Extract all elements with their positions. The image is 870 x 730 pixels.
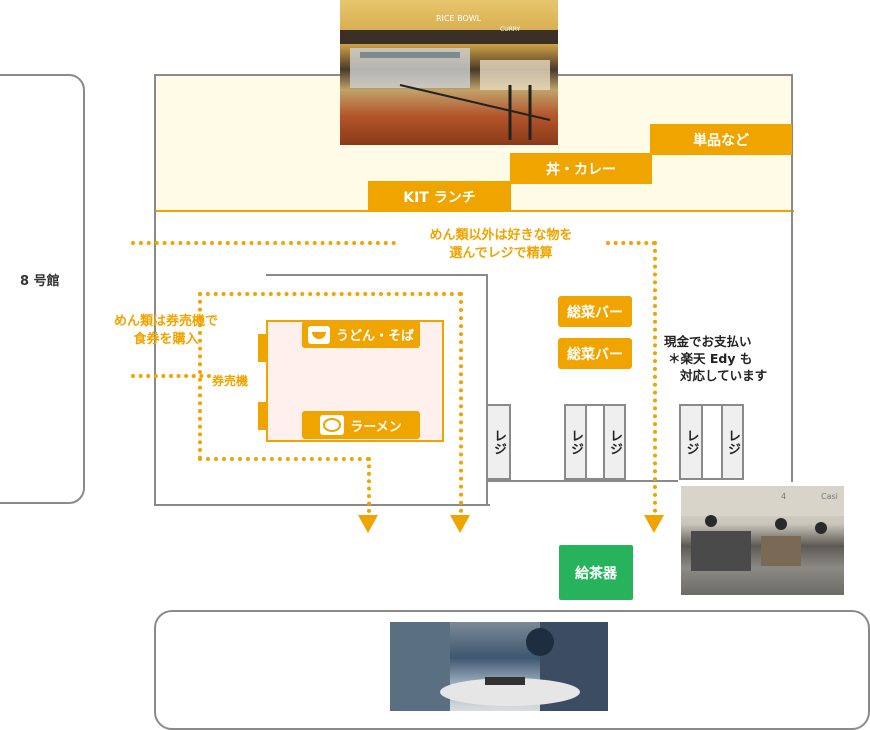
tea-dispenser: 給茶器 xyxy=(559,545,633,600)
don-curry-counter: 丼・カレー xyxy=(510,153,652,184)
bowl-icon xyxy=(307,325,330,344)
register-area-photo: 4 Casi xyxy=(681,486,844,595)
path-dots-noodle-bottom xyxy=(198,457,370,461)
payment-note: 現金でお支払い ＊楽天 Edy も 対応しています xyxy=(664,333,767,384)
payment-line3: 対応しています xyxy=(680,368,768,383)
single-items-counter: 単品など xyxy=(650,124,792,155)
inner-wall-top xyxy=(266,274,488,276)
noodle-note: めん類は券売機で 食券を購入 xyxy=(96,313,236,349)
arrow-down-middle xyxy=(450,515,470,533)
noodle-note-line1: めん類は券売機で xyxy=(113,314,218,329)
kit-lunch-counter: KIT ランチ xyxy=(368,181,511,212)
arrow-down-right xyxy=(644,515,664,533)
sign-casi: Casi xyxy=(821,492,838,501)
sign-number: 4 xyxy=(781,492,787,501)
sign-curry: CURRY xyxy=(500,26,521,33)
register-1: レジ xyxy=(486,404,511,480)
inner-wall-right xyxy=(486,274,488,506)
ramen-bowl-icon xyxy=(320,415,345,435)
payment-line1: 現金でお支払い xyxy=(664,334,752,349)
register-5: レジ xyxy=(721,404,744,480)
building-8-outline xyxy=(0,74,85,504)
register-gap-2 xyxy=(701,404,723,480)
register-gap-1 xyxy=(585,404,605,480)
salad-bar-2: 総菜バー xyxy=(558,338,632,369)
register-2: レジ xyxy=(564,404,587,480)
cafeteria-right-wall xyxy=(791,210,793,482)
ticket-machine-label: 券売機 xyxy=(212,374,249,388)
path-dots-right-down xyxy=(653,241,657,513)
salad-bar-1: 総菜バー xyxy=(558,296,632,327)
ramen-label: ラーメン xyxy=(350,419,402,435)
path-dots-top-right xyxy=(606,241,656,245)
seating-photo xyxy=(390,622,608,711)
sign-rice-bowl: RICE BOWL xyxy=(436,14,482,23)
non-noodle-note-line1: めん類以外は好きな物を xyxy=(429,228,573,243)
non-noodle-note-line2: 選んでレジで精算 xyxy=(449,246,553,261)
udon-soba-counter: うどん・そば xyxy=(302,321,420,348)
payment-line2: ＊楽天 Edy も xyxy=(668,351,753,366)
ramen-counter: ラーメン xyxy=(302,411,420,439)
serving-counter-photo: RICE BOWL CURRY xyxy=(340,0,558,145)
cafeteria-bottom-wall xyxy=(154,504,490,506)
path-dots-noodle-right xyxy=(459,292,463,513)
noodle-note-line2: 食券を購入 xyxy=(133,332,199,347)
building-8-label: 8 号館 xyxy=(20,274,60,289)
non-noodle-note: めん類以外は好きな物を 選んでレジで精算 xyxy=(396,227,606,263)
register-3: レジ xyxy=(603,404,626,480)
cafeteria-left-wall xyxy=(154,210,156,506)
arrow-down-left xyxy=(358,515,378,533)
ticket-machine-2 xyxy=(258,402,268,430)
path-dots-top-left xyxy=(131,241,396,245)
udon-soba-label: うどん・そば xyxy=(335,329,414,344)
cafeteria-bottom-wall-right xyxy=(488,480,678,482)
register-4: レジ xyxy=(679,404,703,480)
path-dots-noodle-down1 xyxy=(367,457,371,513)
path-dots-noodle-left xyxy=(198,292,202,460)
path-dots-left xyxy=(131,374,211,378)
path-dots-noodle-top xyxy=(198,292,462,296)
ticket-machine-1 xyxy=(258,334,268,362)
